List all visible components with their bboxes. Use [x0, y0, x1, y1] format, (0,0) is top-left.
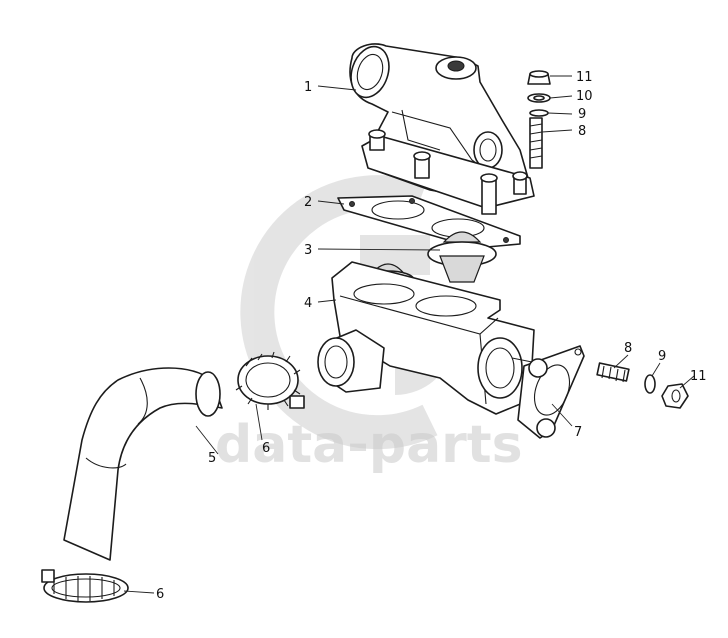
- part-4-housing-body: [317, 261, 535, 415]
- part-6-lower-clamp: [41, 569, 129, 603]
- callout-7: 7: [574, 425, 582, 440]
- callout-labels: 1 2 3 4 5 6 6 7 8 8 9 9 10 11 11: [156, 70, 707, 602]
- right-stud-assembly: [596, 362, 689, 409]
- leader-lines: [123, 75, 695, 594]
- callout-6-upper: 6: [262, 441, 270, 456]
- callout-5: 5: [208, 451, 216, 466]
- watermark-text: data-parts: [215, 415, 523, 475]
- callout-9-right: 9: [658, 349, 666, 364]
- part-6-upper-clamp: [235, 351, 305, 410]
- callout-9-upper: 9: [578, 107, 586, 122]
- callout-8-right: 8: [624, 341, 632, 356]
- callout-1: 1: [304, 80, 312, 95]
- callout-2: 2: [304, 195, 312, 210]
- callout-11-upper: 11: [576, 70, 593, 85]
- callout-11-right: 11: [690, 369, 707, 384]
- callout-8-upper: 8: [578, 124, 586, 139]
- part-2-gasket: [337, 195, 521, 249]
- callout-3: 3: [304, 243, 312, 258]
- upper-stud-assembly: [527, 70, 551, 169]
- part-5-hose: [63, 367, 223, 561]
- callout-10: 10: [576, 89, 593, 104]
- callout-4: 4: [304, 296, 312, 311]
- callout-6-lower: 6: [156, 587, 164, 602]
- part-7-flange-plate: [517, 345, 585, 439]
- flange-bolts: [368, 129, 528, 215]
- part-1-housing-cover: [349, 43, 535, 215]
